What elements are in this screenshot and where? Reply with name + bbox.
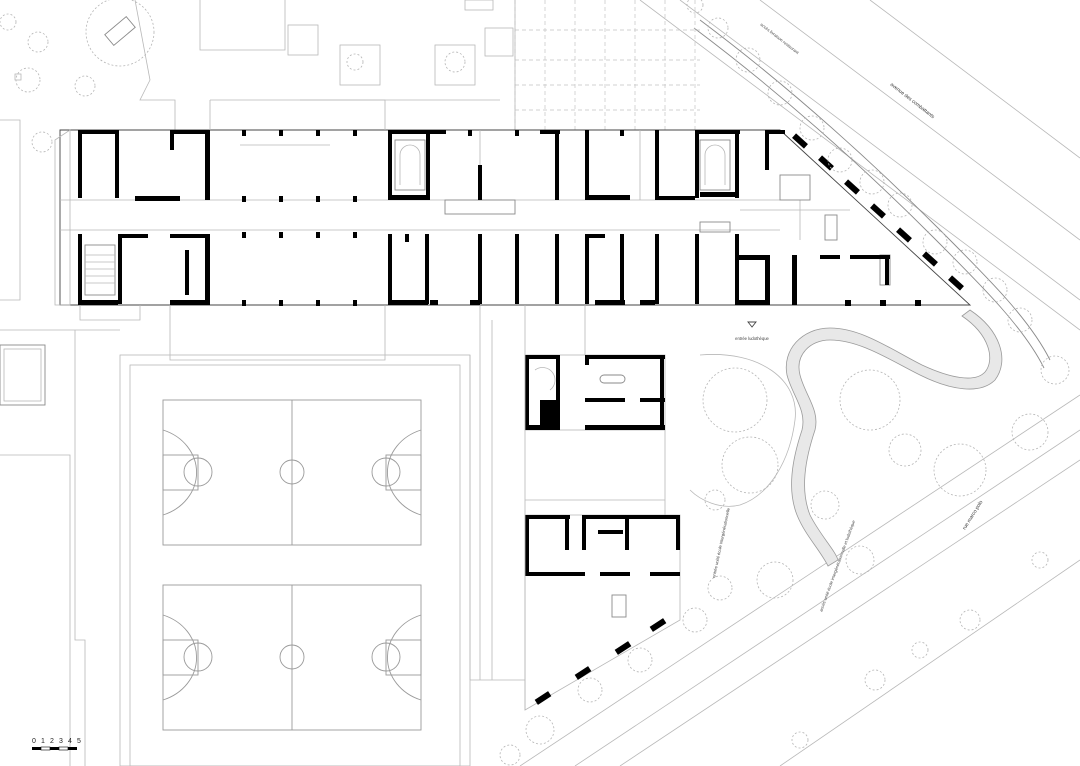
scale-tick-0: 0 [32, 738, 36, 745]
corridors [469, 305, 666, 710]
site-context-topleft [0, 0, 514, 301]
main-building [54, 99, 972, 361]
walls-main [78, 130, 964, 306]
hedge-top [693, 19, 1051, 369]
scale-tick-4: 4 [68, 738, 72, 745]
basketball-court-north [162, 399, 422, 546]
label-access-top: accès livraison restaurant [759, 22, 800, 56]
label-entree-ludotheque: entrée ludothèque [735, 336, 769, 341]
scale-tick-2: 2 [50, 738, 54, 745]
street-lines [519, 0, 1080, 766]
scale-tick-3: 3 [59, 738, 63, 745]
south-block [524, 514, 681, 711]
left-context [0, 329, 120, 766]
scale-bar: 0 1 2 3 4 5 [32, 738, 81, 751]
label-rue: rue marco polo [962, 499, 985, 531]
label-entry-school: entrée unité école intergénérationnelle [711, 507, 731, 578]
dashed-grid [514, 0, 700, 130]
middle-block [524, 354, 666, 431]
garden [499, 0, 1070, 766]
scale-tick-5: 5 [77, 738, 81, 745]
stair-center [394, 139, 426, 191]
garden-path [785, 309, 1003, 567]
basketball-court-south [162, 584, 422, 731]
label-access-unit: accès unité école intergénérationnelle e… [818, 519, 856, 612]
stair-east [699, 139, 731, 191]
sports-area [119, 354, 471, 766]
plan-labels: avenue des combattants accès livraison r… [711, 22, 984, 612]
scale-tick-1: 1 [41, 738, 45, 745]
stair-west [84, 244, 116, 296]
